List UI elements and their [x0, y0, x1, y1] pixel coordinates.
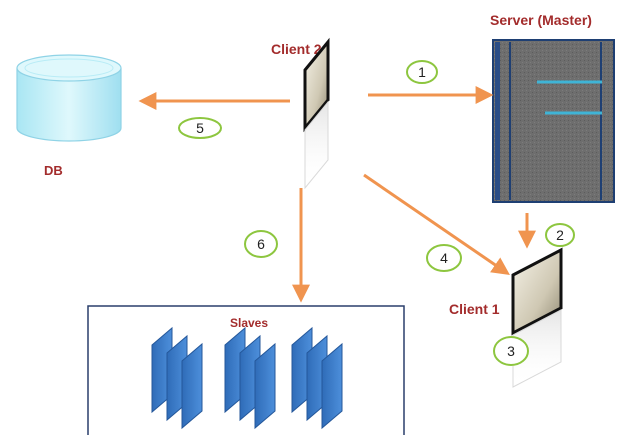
slaves-label: Slaves [230, 316, 268, 330]
step-2-marker: 2 [545, 223, 575, 247]
step-5-number: 5 [196, 120, 204, 136]
arrows [138, 86, 536, 303]
step-2-number: 2 [556, 227, 564, 243]
slave-panel-icon [291, 326, 343, 430]
client-2-label: Client 2 [271, 41, 322, 57]
step-5-marker: 5 [178, 117, 222, 139]
slaves-node: Slaves [87, 305, 405, 435]
step-markers: 1 2 3 4 5 6 [178, 60, 575, 366]
slave-panel-icon [151, 326, 203, 430]
client-1-label: Client 1 [449, 301, 500, 317]
step-4-marker: 4 [426, 244, 462, 272]
step-6-marker: 6 [244, 230, 278, 258]
step-4-number: 4 [440, 250, 448, 266]
server-node: Server (Master) [490, 12, 615, 203]
client-panel-icon [511, 247, 563, 388]
slave-panels [151, 326, 343, 430]
step-3-number: 3 [507, 343, 515, 359]
client-1-node: Client 1 [449, 247, 563, 388]
step-3-marker: 3 [493, 336, 529, 366]
step-1-marker: 1 [406, 60, 438, 84]
step-6-number: 6 [257, 236, 265, 252]
server-label: Server (Master) [490, 12, 592, 28]
client-2-node: Client 2 [271, 37, 330, 190]
db-label: DB [44, 163, 63, 178]
step-1-number: 1 [418, 64, 426, 80]
db-node: DB [16, 54, 122, 178]
client-panel-icon [303, 37, 330, 190]
server-rack-icon [492, 39, 615, 203]
arrow-client2-to-client1 [363, 173, 510, 276]
slave-panel-icon [224, 326, 276, 430]
database-cylinder-icon [16, 54, 122, 142]
